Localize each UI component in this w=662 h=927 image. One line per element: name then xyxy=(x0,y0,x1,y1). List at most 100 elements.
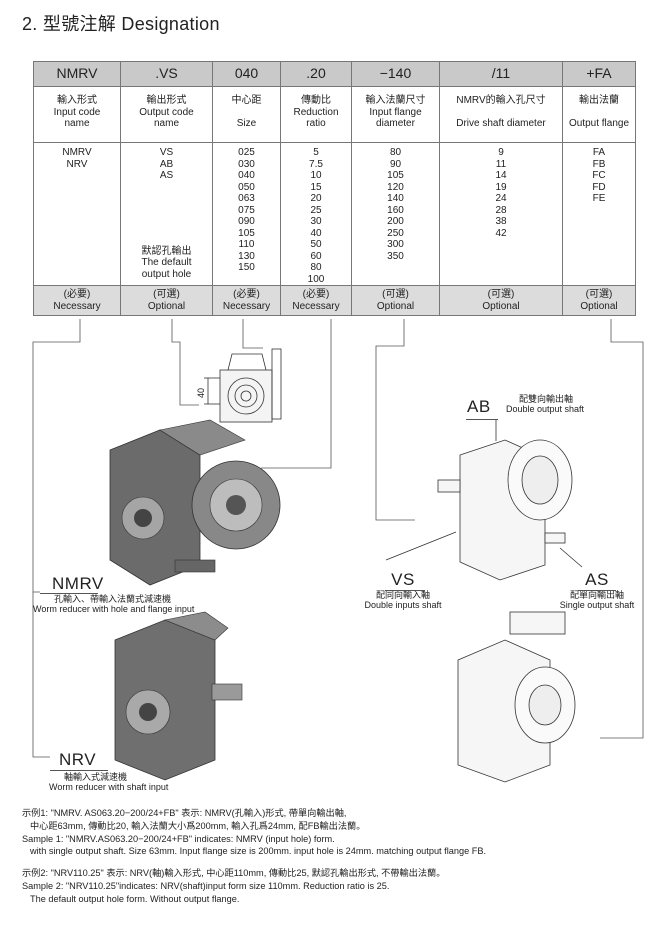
sample2-zh: 示例2: "NRV110.25" 表示: NRV(軸)輸入形式, 中心距110m… xyxy=(22,868,446,879)
nmrv-zh: 孔輸入、帶輸入法蘭式減速機 xyxy=(54,594,172,604)
table-value: 42 xyxy=(495,227,507,239)
ab-code: AB xyxy=(467,397,491,416)
sample1-zh-line1: 示例1: "NMRV. AS063.20−200/24+FB" 表示: NMRV… xyxy=(22,808,347,818)
table-value: AB xyxy=(159,158,174,170)
nrv-en: Worm reducer with shaft input xyxy=(49,782,169,792)
table-value: 15 xyxy=(310,181,322,193)
nmrv-label-block: NMRV 孔輸入、帶輸入法蘭式減速機 Worm reducer with hol… xyxy=(33,574,194,615)
table-value: 130 xyxy=(238,250,255,262)
table-value: 150 xyxy=(238,262,255,273)
as-underline xyxy=(578,590,616,591)
table-value: 075 xyxy=(238,204,255,216)
samples-text: 示例1: "NMRV. AS063.20−200/24+FB" 表示: NMRV… xyxy=(22,807,486,906)
table-value: NMRV xyxy=(62,147,92,158)
nmrv-gearbox-image xyxy=(109,419,281,586)
table-value: 5 xyxy=(313,147,319,158)
req-input: (必要)Necessary xyxy=(33,285,121,316)
table-value: 14 xyxy=(495,170,507,181)
dim-40-label: 40 xyxy=(196,388,206,398)
as-zh: 配單向輸出軸 xyxy=(569,590,624,600)
table-value: 160 xyxy=(387,204,404,216)
req-output: (可選)Optional xyxy=(120,285,213,316)
table-value: FD xyxy=(592,181,606,193)
table-value: FC xyxy=(592,170,606,181)
table-value: 7.5 xyxy=(309,158,323,170)
table-value: 100 xyxy=(307,273,325,285)
table-value: 10 xyxy=(310,170,322,181)
vs-zh: 配同向輸入軸 xyxy=(375,590,430,600)
table-value: 063 xyxy=(238,193,255,204)
table-value: 9 xyxy=(498,147,504,158)
table-value: 11 xyxy=(495,158,507,170)
table-value: 105 xyxy=(238,227,255,239)
table-value: 40 xyxy=(310,227,322,239)
table-value: 025 xyxy=(238,147,255,158)
vs-en: Double inputs shaft xyxy=(364,600,442,610)
table-value: 110 xyxy=(238,239,255,250)
table-value: VS xyxy=(159,147,174,158)
ab-desc: 配雙向輸出軸 Double output shaft xyxy=(506,394,585,414)
table-value: 040 xyxy=(238,170,255,181)
req-ratio: (必要)Necessary xyxy=(280,285,352,316)
nmrv-en: Worm reducer with hole and flange input xyxy=(33,604,195,614)
output-flange-gearbox-drawing xyxy=(457,611,576,783)
table-value: FA xyxy=(592,147,606,158)
flange-dimension-drawing xyxy=(204,348,282,423)
connector-lines xyxy=(32,319,644,758)
req-shaft: (可選)Optional xyxy=(439,285,563,316)
vs-underline xyxy=(385,590,425,591)
table-value: FB xyxy=(592,158,606,170)
nrv-gearbox-image xyxy=(114,611,243,781)
ab-underline xyxy=(466,419,498,420)
page-title: 2. 型號注解 Designation xyxy=(22,14,220,34)
nrv-underline xyxy=(50,770,108,771)
nmrv-code: NMRV xyxy=(52,574,104,593)
req-flange: (可選)Optional xyxy=(351,285,440,316)
sample2-en-line2: The default output hole form. Without ou… xyxy=(30,893,240,904)
table-value: 030 xyxy=(238,158,255,170)
code-output-flange: +FA xyxy=(562,61,636,87)
sample1-en-line1: Sample 1: "NMRV.AS063.20−200/24+FB" indi… xyxy=(22,833,335,844)
as-en: Single output shaft xyxy=(559,600,635,610)
sample1-en-line2: with single output shaft. Size 63mm. Inp… xyxy=(30,846,487,857)
code-size: 040 xyxy=(212,61,281,87)
table-value: 30 xyxy=(310,216,322,227)
table-value: 19 xyxy=(495,181,507,193)
table-value: 050 xyxy=(238,181,255,193)
table-value: 60 xyxy=(310,250,322,262)
table-value: 300 xyxy=(387,239,404,250)
req-size: (必要)Necessary xyxy=(212,285,281,316)
as-code: AS xyxy=(585,570,609,589)
nrv-zh: 軸輸入式減速機 xyxy=(64,772,128,782)
table-value: FE xyxy=(592,193,606,204)
table-value: 250 xyxy=(387,227,404,239)
vs-label-block: VS 配同向輸入軸 Double inputs shaft xyxy=(362,570,444,611)
vs-code: VS xyxy=(391,570,415,589)
code-flange: −140 xyxy=(351,61,440,87)
ab-vs-as-gearbox-drawing xyxy=(385,420,583,581)
table-value: 20 xyxy=(310,193,322,204)
table-value: 80 xyxy=(389,147,402,158)
table-value: 105 xyxy=(387,170,404,181)
table-value: 200 xyxy=(387,216,404,227)
table-value: AS xyxy=(159,170,174,181)
table-value: 350 xyxy=(387,250,404,262)
table-value: 38 xyxy=(495,216,507,227)
table-value: 90 xyxy=(389,158,402,170)
table-value: 50 xyxy=(310,239,322,250)
table-value: 120 xyxy=(387,181,404,193)
req-output-flange: (可選)Optional xyxy=(562,285,636,316)
table-value: 80 xyxy=(310,262,322,273)
table-value: NRV xyxy=(66,158,88,170)
